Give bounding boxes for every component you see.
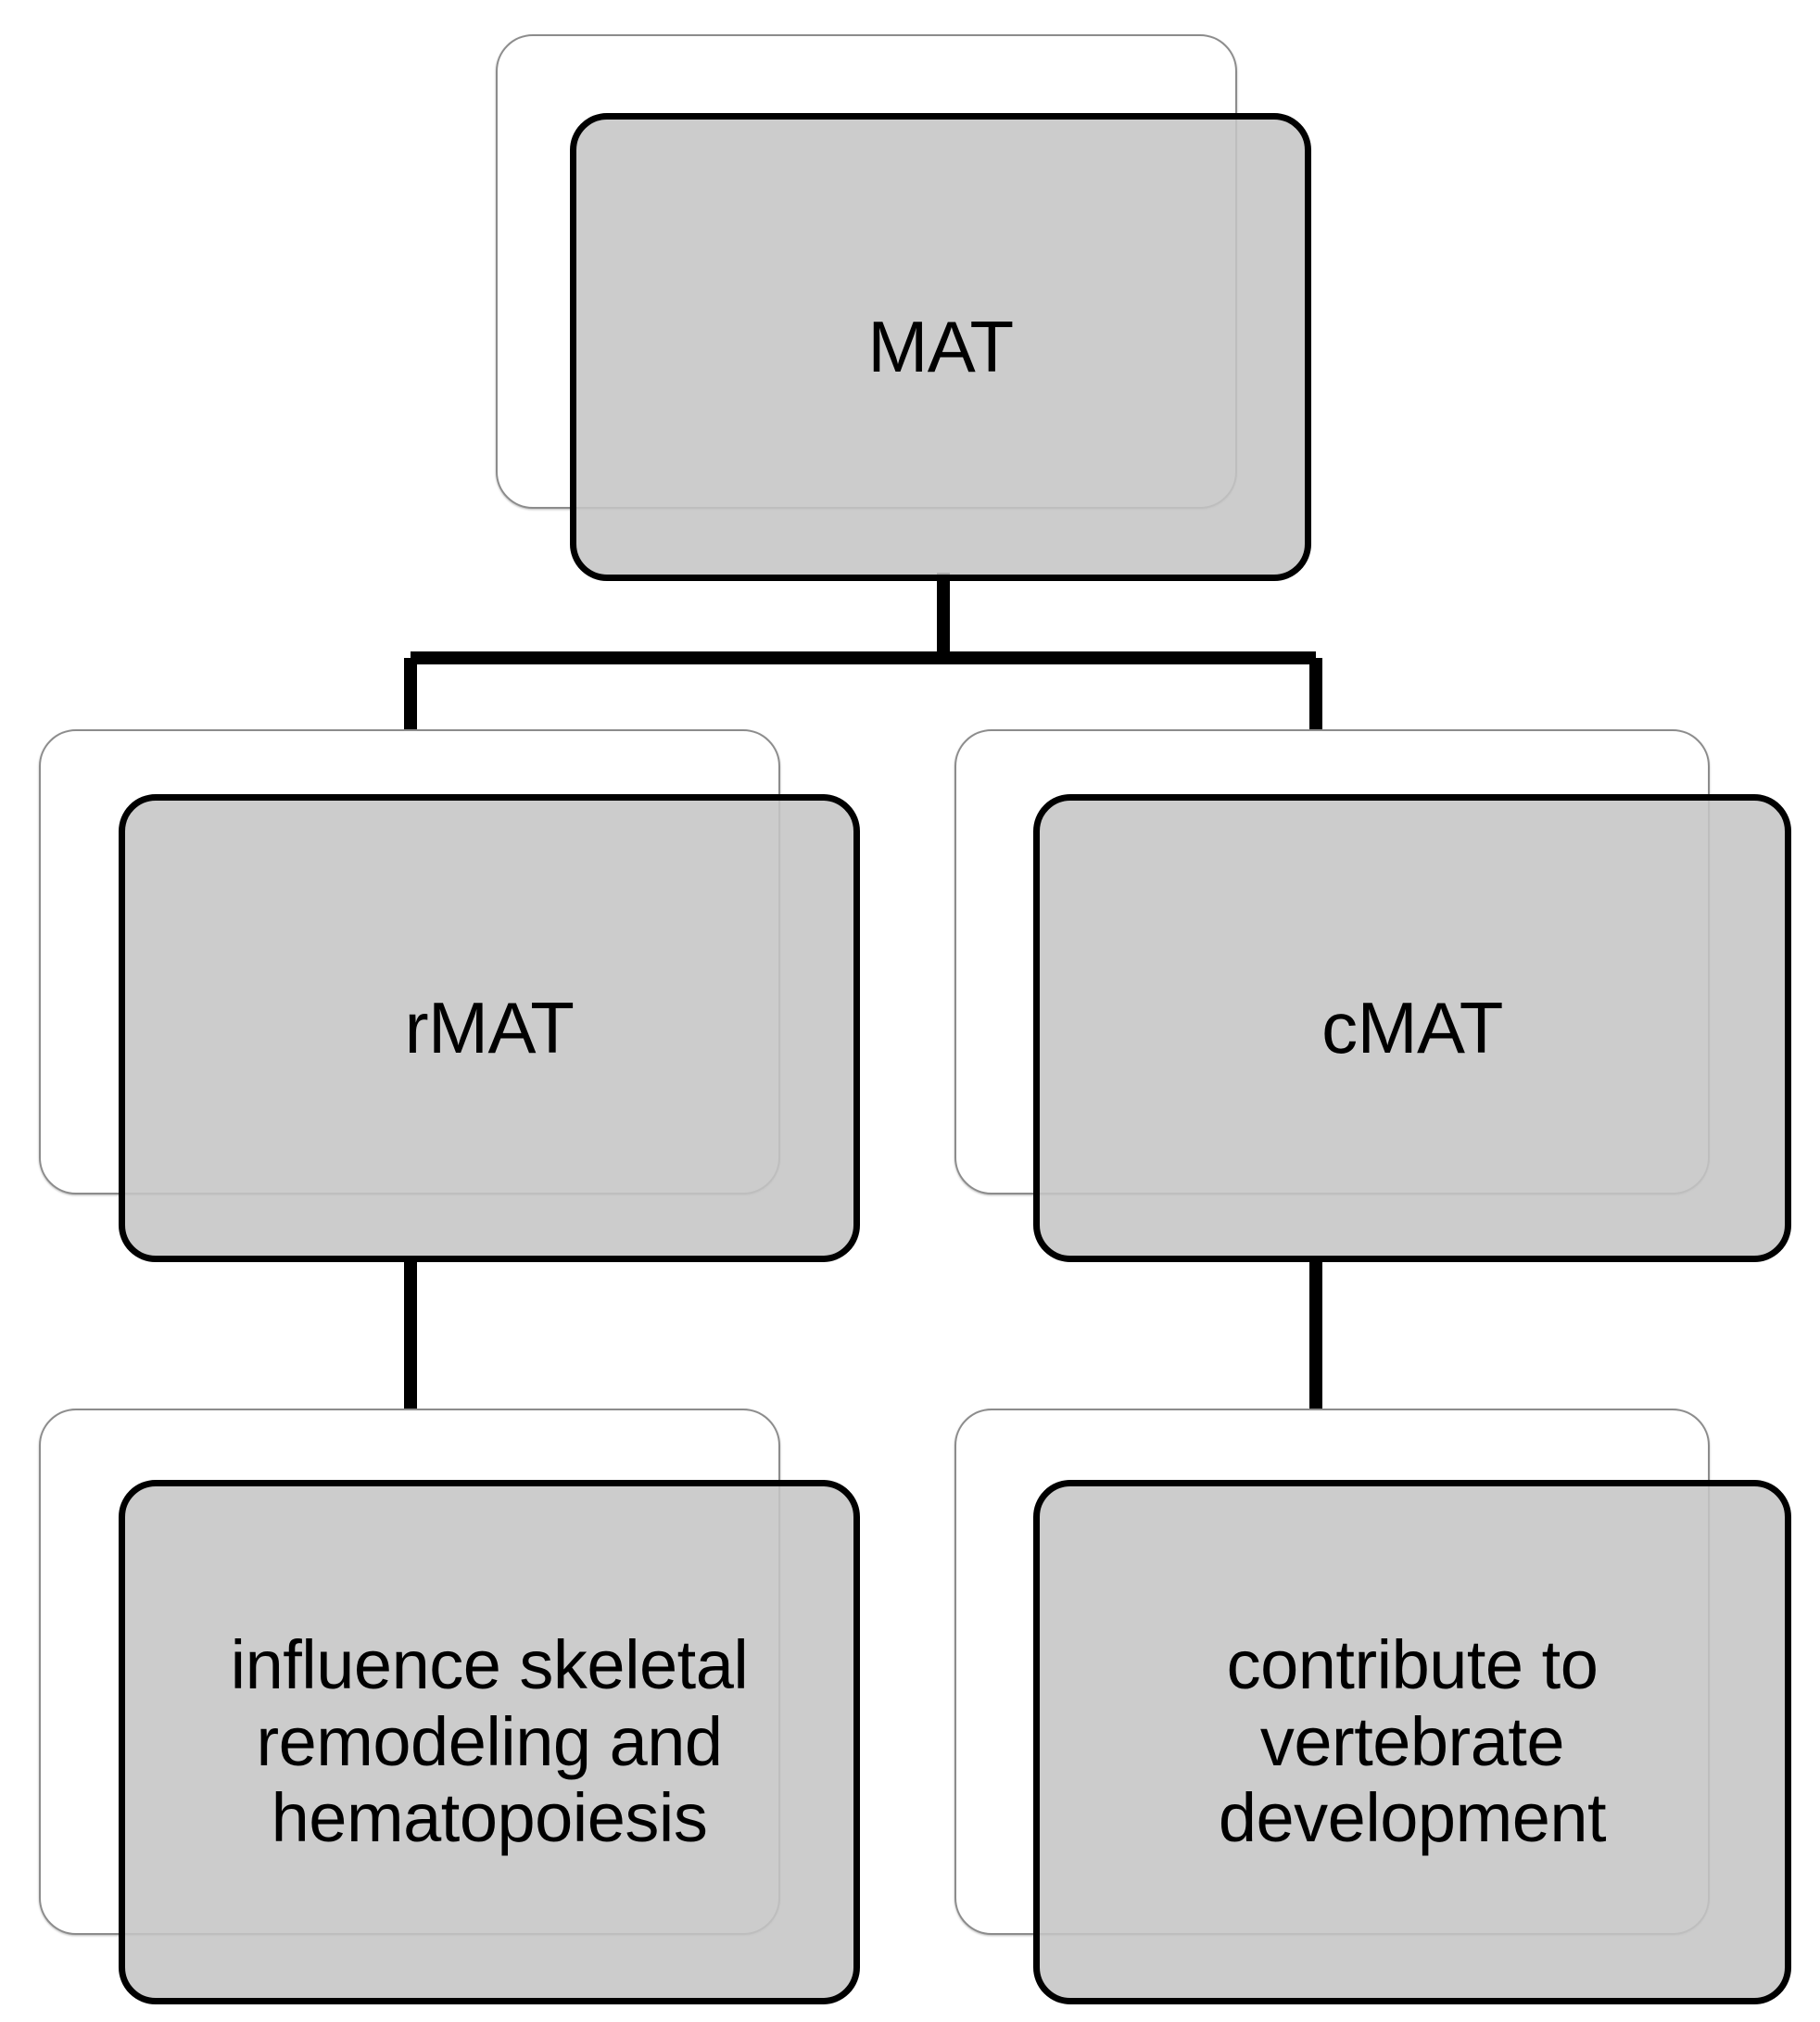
edge-mat-to-children [404,573,1322,732]
node-cmat-description-card[interactable]: contribute to vertebrate development [1033,1480,1791,2004]
node-cmat-description-label: contribute to vertebrate development [1218,1625,1607,1857]
node-cmat-card[interactable]: cMAT [1033,794,1791,1262]
node-rmat-description-card[interactable]: influence skeletal remodeling and hemato… [119,1480,860,2004]
node-rmat-description-label: influence skeletal remodeling and hemato… [230,1625,749,1857]
node-cmat-label: cMAT [1321,986,1503,1068]
node-mat-card[interactable]: MAT [570,113,1311,581]
node-rmat-card[interactable]: rMAT [119,794,860,1262]
node-rmat-label: rMAT [404,986,575,1068]
node-mat-label: MAT [867,305,1014,387]
